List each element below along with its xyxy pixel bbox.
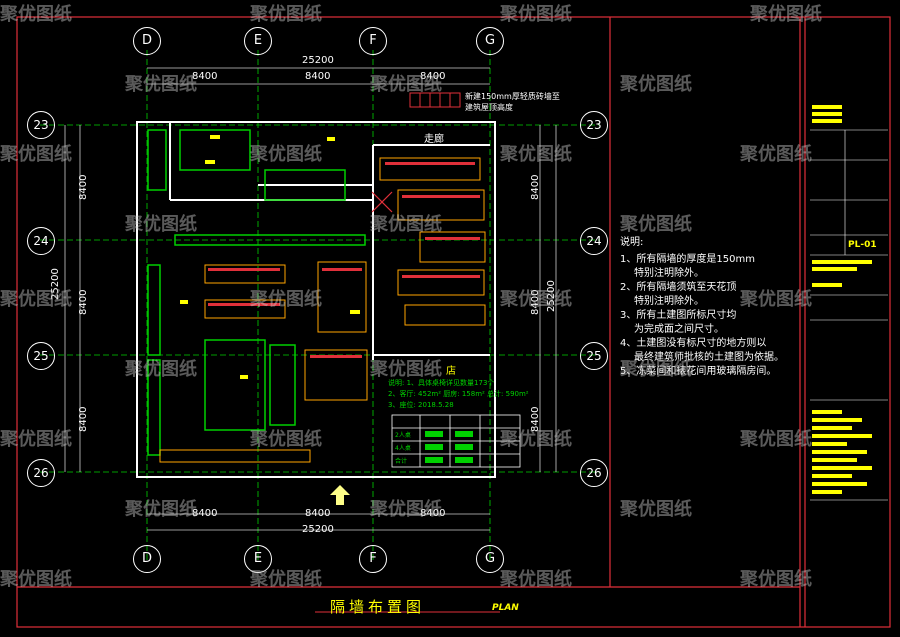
note-5-line-a: 5、冻菜间和裱花间用玻璃隔房间。 bbox=[620, 366, 777, 377]
note-2-line-a: 2、所有隔墙须筑至天花顶 bbox=[620, 282, 737, 293]
dim-total-bottom: 25200 bbox=[302, 524, 334, 535]
summary-line2: 2、客厅: 452m² 厨房: 158m² 总计: 590m² bbox=[388, 390, 529, 398]
dim-left-bay-2: 8400 bbox=[78, 289, 89, 315]
grid-bubble-23-right: 23 bbox=[580, 111, 608, 139]
wall-legend-note: 新建150mm厚轻质砖墙至 建筑屋顶高度 bbox=[465, 91, 560, 113]
note-4-line-b: 最终建筑师批核的土建图为依据。 bbox=[634, 352, 784, 363]
note-1-line-a: 1、所有隔墙的厚度是150mm bbox=[620, 254, 755, 265]
summary-row-2: 4人桌 bbox=[395, 445, 411, 452]
grid-lines bbox=[40, 50, 600, 560]
grid-bubble-G-bottom: G bbox=[476, 545, 504, 573]
note-item: 5、冻菜间和裱花间用玻璃隔房间。 bbox=[620, 365, 800, 379]
dim-bay-bottom-2: 8400 bbox=[305, 508, 331, 519]
dimension-lines bbox=[64, 67, 557, 531]
entrance-arrow bbox=[330, 485, 350, 505]
grid-bubble-E-top: E bbox=[244, 27, 272, 55]
note-item: 1、所有隔墙的厚度是150mm 特别注明除外。 bbox=[620, 253, 800, 281]
summary-row-1: 2人桌 bbox=[395, 432, 411, 439]
summary-table-cells bbox=[425, 431, 473, 463]
title-block-bars bbox=[812, 105, 872, 494]
grid-bubble-G-top: G bbox=[476, 27, 504, 55]
drawing-frame bbox=[16, 16, 891, 628]
note-item: 2、所有隔墙须筑至天花顶特别注明除外。 bbox=[620, 281, 800, 309]
dim-bay-bottom-3: 8400 bbox=[420, 508, 446, 519]
summary-text: 说明: 1、具体桌椅详见数量173个 2、客厅: 452m² 厨房: 158m²… bbox=[388, 378, 529, 411]
grid-bubble-23-left: 23 bbox=[27, 111, 55, 139]
note-item: 3、所有土建图所标尺寸均为完成面之间尺寸。 bbox=[620, 309, 800, 337]
building-walls bbox=[136, 121, 496, 478]
dim-bay-top-3: 8400 bbox=[420, 71, 446, 82]
dim-bay-top-2: 8400 bbox=[305, 71, 331, 82]
summary-row-labels: 2人桌 4人桌 合计 bbox=[395, 429, 411, 468]
wall-legend-line1: 新建150mm厚轻质砖墙至 bbox=[465, 92, 560, 101]
grid-bubble-F-top: F bbox=[359, 27, 387, 55]
dim-right-bay-2: 8400 bbox=[530, 289, 541, 315]
drawing-title: 隔墙布置图 bbox=[330, 598, 426, 616]
summary-table bbox=[391, 414, 521, 468]
note-1-line-b: 特别注明除外。 bbox=[634, 268, 704, 279]
grid-bubble-D-bottom: D bbox=[133, 545, 161, 573]
wall-legend-line2: 建筑屋顶高度 bbox=[465, 103, 513, 112]
room-label-stair: 走廊 bbox=[424, 134, 444, 145]
grid-bubble-26-right: 26 bbox=[580, 459, 608, 487]
drawing-number: PL-01 bbox=[848, 240, 877, 250]
wall-legend-hatch bbox=[409, 92, 461, 108]
note-4-line-a: 4、土建图没有标尺寸的地方则以 bbox=[620, 338, 767, 349]
dim-left-bay-3: 8400 bbox=[78, 406, 89, 432]
note-3-line-b: 为完成面之间尺寸。 bbox=[634, 324, 724, 335]
notes-heading: 说明: bbox=[620, 237, 644, 248]
title-block-grid bbox=[810, 129, 888, 501]
dim-left-total: 25200 bbox=[50, 268, 61, 300]
dining-furniture bbox=[159, 157, 486, 463]
dim-bay-bottom-1: 8400 bbox=[192, 508, 218, 519]
grid-bubble-24-left: 24 bbox=[27, 227, 55, 255]
drawing-title-en: PLAN bbox=[492, 603, 519, 613]
room-label-dining: 店 bbox=[446, 366, 456, 377]
summary-line3: 3、座位: 2018.5.28 bbox=[388, 401, 454, 409]
kitchen-equipment bbox=[147, 129, 366, 456]
note-3-line-a: 3、所有土建图所标尺寸均 bbox=[620, 310, 737, 321]
dim-bay-top-1: 8400 bbox=[192, 71, 218, 82]
dim-right-bay-3: 8400 bbox=[530, 406, 541, 432]
dim-right-total: 25200 bbox=[546, 280, 557, 312]
grid-bubble-D-top: D bbox=[133, 27, 161, 55]
dim-left-bay-1: 8400 bbox=[78, 174, 89, 200]
summary-heading: 说明: 1、具体桌椅详见数量173个 bbox=[388, 379, 495, 387]
grid-bubble-25-right: 25 bbox=[580, 342, 608, 370]
grid-bubble-26-left: 26 bbox=[27, 459, 55, 487]
grid-bubble-E-bottom: E bbox=[244, 545, 272, 573]
note-item: 4、土建图没有标尺寸的地方则以最终建筑师批核的土建图为依据。 bbox=[620, 337, 800, 365]
grid-bubble-25-left: 25 bbox=[27, 342, 55, 370]
grid-bubble-F-bottom: F bbox=[359, 545, 387, 573]
yellow-marks bbox=[180, 135, 360, 379]
dim-right-bay-1: 8400 bbox=[530, 174, 541, 200]
dim-total-top: 25200 bbox=[302, 55, 334, 66]
grid-bubble-24-right: 24 bbox=[580, 227, 608, 255]
stair-symbol bbox=[371, 191, 393, 213]
summary-row-3: 合计 bbox=[395, 458, 408, 465]
dining-accents bbox=[208, 162, 480, 358]
note-2-line-b: 特别注明除外。 bbox=[634, 296, 704, 307]
